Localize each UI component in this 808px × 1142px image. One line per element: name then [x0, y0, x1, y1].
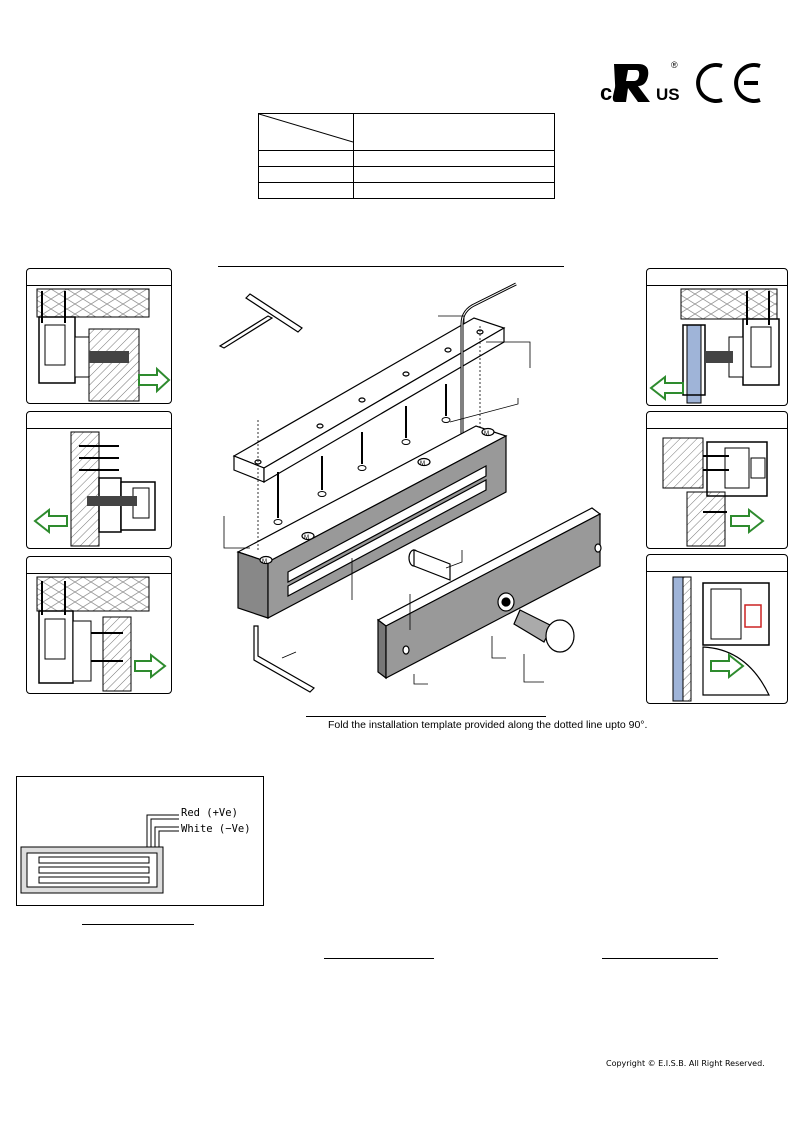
install-panel-right-3 — [646, 554, 788, 704]
ur-logo-icon — [612, 64, 650, 102]
install-panel-right-2 — [646, 411, 788, 549]
screw-label: M — [304, 535, 309, 541]
section-underline — [324, 958, 434, 959]
install-panel-left-3 — [26, 556, 172, 694]
screw-icon — [357, 432, 367, 471]
install-panel-left-2 — [26, 411, 172, 549]
copyright-notice: Copyright © E.I.S.B. All Right Reserved. — [606, 1059, 765, 1068]
screw-icon — [441, 384, 451, 423]
registered-mark: ® — [671, 60, 678, 70]
install-drawing-right-1 — [649, 288, 780, 404]
section-underline — [82, 924, 194, 925]
install-drawing-right-2 — [662, 437, 768, 547]
spec-table-header — [258, 113, 555, 151]
wiring-diagram — [20, 814, 179, 894]
screw-label: M — [484, 431, 489, 437]
wiring-box: Red (+Ve) White (−Ve) — [16, 776, 264, 906]
us-mark: US — [656, 85, 680, 104]
caption-line — [306, 716, 546, 717]
section-underline — [602, 958, 718, 959]
template-fold-caption: Fold the installation template provided … — [328, 719, 648, 731]
allen-key-small-icon — [253, 625, 315, 693]
install-drawing-left-1 — [36, 288, 171, 402]
exploded-assembly-diagram: M M M M — [218, 282, 602, 693]
arrow-left-icon — [33, 507, 68, 535]
arrow-right-icon — [710, 652, 745, 680]
install-drawing-left-2 — [33, 431, 156, 547]
armature-plate — [376, 507, 602, 680]
table-row — [258, 166, 555, 183]
magnet-body: M M M M — [236, 425, 508, 619]
mounting-plate — [232, 317, 506, 484]
certification-marks: c ® US — [598, 56, 778, 110]
arrow-left-icon — [649, 374, 684, 402]
ce-mark-icon — [696, 63, 761, 103]
install-drawing-left-3 — [36, 576, 167, 692]
spec-table — [258, 113, 555, 199]
screw-icon — [273, 472, 283, 525]
screw-label: M — [420, 461, 425, 467]
table-row — [258, 182, 555, 199]
spec-header-cell — [353, 113, 555, 151]
screw-icon — [317, 456, 327, 497]
screw-icon — [401, 406, 411, 445]
wire-white-label: White (−Ve) — [181, 823, 251, 835]
diagram-title-line — [218, 266, 564, 267]
wire-red-label: Red (+Ve) — [181, 807, 238, 819]
table-row — [258, 150, 555, 167]
spec-header-corner — [258, 113, 354, 151]
sex-bolt-icon — [408, 549, 575, 653]
t-handle-key-icon — [218, 293, 303, 349]
mounting-screws — [273, 384, 451, 525]
arrow-right-icon — [134, 652, 167, 680]
leader-lines — [223, 315, 544, 685]
screw-label: M — [262, 559, 267, 565]
arrow-right-icon — [730, 507, 765, 535]
install-panel-right-1 — [646, 268, 788, 406]
arrow-right-icon — [138, 366, 171, 394]
allen-key-icon — [460, 282, 517, 450]
install-panel-left-1 — [26, 268, 172, 404]
c-mark: c — [600, 80, 612, 105]
install-drawing-right-3 — [672, 576, 770, 702]
